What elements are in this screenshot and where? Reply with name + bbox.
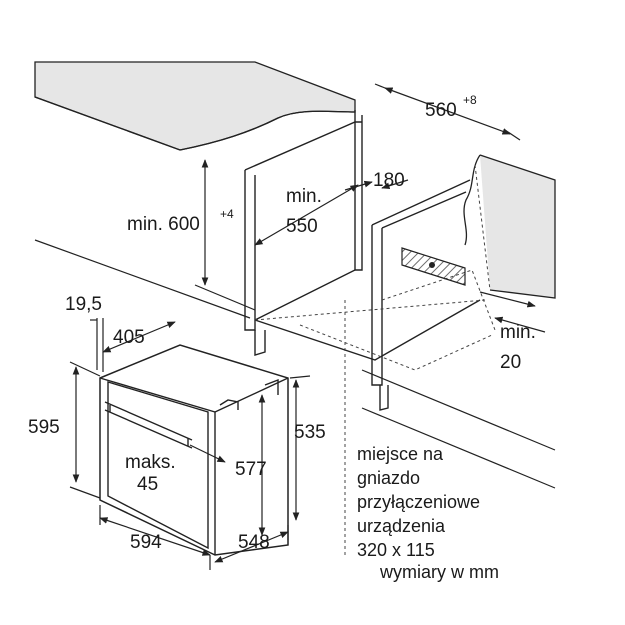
label-min-550-prefix: min.: [286, 186, 322, 207]
label-maks-prefix: maks.: [125, 452, 176, 473]
label-min-600: min. 600: [127, 214, 200, 235]
socket-note-line-1: miejsce na: [357, 444, 444, 464]
reference-lines: [34, 239, 556, 489]
countertop: [34, 61, 356, 151]
label-594: 594: [130, 532, 162, 553]
label-577: 577: [235, 459, 267, 480]
label-548: 548: [238, 532, 270, 553]
label-560: 560: [425, 100, 457, 121]
label-560-tolerance: +8: [463, 93, 477, 107]
label-600-tolerance: +4: [220, 207, 234, 221]
label-405: 405: [113, 327, 145, 348]
dashed-guides: [254, 164, 496, 555]
cabinet-niche: [244, 110, 481, 411]
units-note: wymiary w mm: [379, 562, 499, 582]
dimension-lines: [69, 83, 546, 570]
socket-note-line-4: urządzenia: [357, 516, 446, 536]
socket-note-line-2: gniazdo: [357, 468, 420, 488]
label-min-20-prefix: min.: [500, 322, 536, 343]
label-45: 45: [137, 474, 158, 495]
dimension-labels: 560 +8 min. 600 +4 min. 550 180 min. 20 …: [28, 93, 536, 553]
label-180: 180: [373, 170, 405, 191]
label-19-5: 19,5: [65, 294, 102, 315]
label-550: 550: [286, 216, 318, 237]
socket-note-line-5: 320 x 115: [357, 540, 435, 560]
right-wall-panel: [463, 154, 556, 299]
label-595: 595: [28, 417, 60, 438]
socket-note: miejsce na gniazdo przyłączeniowe urządz…: [357, 444, 499, 582]
socket-note-line-3: przyłączeniowe: [357, 492, 480, 512]
socket-area: [401, 247, 466, 286]
label-20: 20: [500, 352, 521, 373]
oven-unit: [99, 344, 289, 556]
label-535: 535: [294, 422, 326, 443]
